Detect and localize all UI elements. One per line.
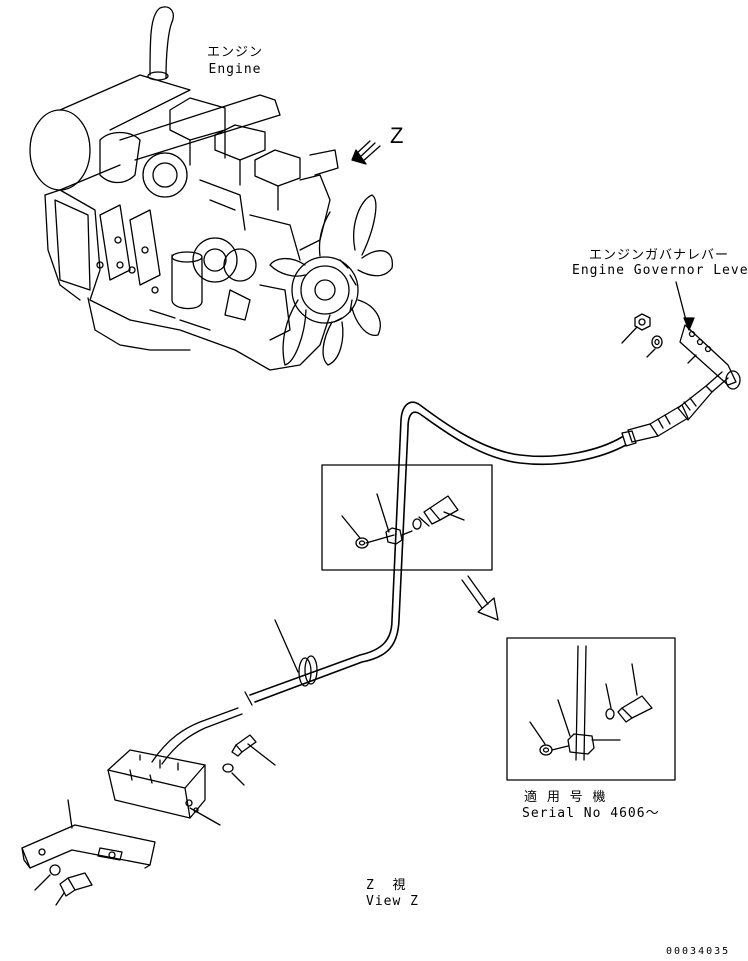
engine-label-jp: エンジン: [206, 45, 263, 60]
view-letter-label: Z: [390, 123, 405, 148]
governor-lever: [621, 281, 741, 390]
control-box: [107, 749, 221, 826]
throttle-cable: [151, 401, 627, 765]
view-label-jp: Z 視: [366, 878, 407, 893]
detail-frame-main: [321, 464, 493, 571]
cable-end-fitting: [621, 371, 729, 447]
box-bolt: [222, 734, 276, 786]
detail-frame-serial: [506, 637, 676, 781]
engine-illustration: [29, 6, 393, 371]
serial-label-en: Serial No 4606～: [522, 806, 660, 821]
view-label-en: View Z: [366, 894, 419, 909]
governor-label-en: Engine Governor Lever: [572, 263, 748, 278]
serial-label-jp: 適 用 号 機: [524, 790, 607, 805]
drawing-number: 00034035: [666, 946, 731, 957]
engine-label-en: Engine: [208, 62, 262, 77]
detail-callout-arrow-icon: [461, 575, 499, 621]
view-direction-arrow-icon: [351, 140, 381, 165]
governor-label-jp: エンジンガバナレバー: [588, 248, 729, 263]
mounting-bracket: [21, 799, 156, 906]
